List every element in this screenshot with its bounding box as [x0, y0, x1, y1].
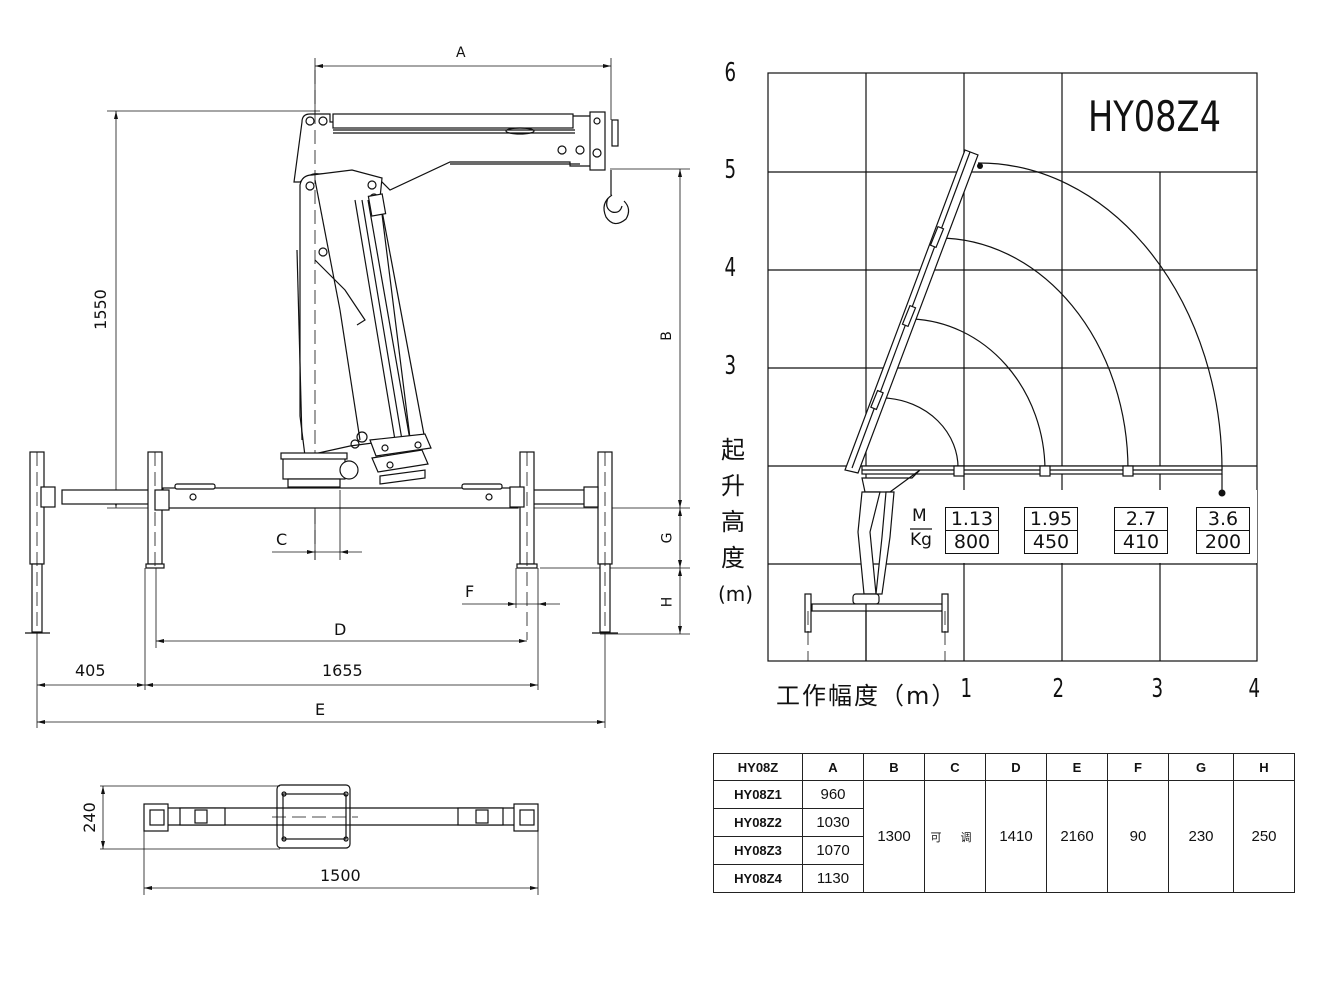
- dim-label-width: 240: [79, 802, 99, 833]
- a-cell: 960: [802, 780, 864, 809]
- dim-label-outrigger-span: 1655: [322, 661, 363, 680]
- y-axis-label: 起 升 高 度 (m): [718, 436, 754, 606]
- f-cell: 90: [1107, 780, 1169, 893]
- spec-table: HY08Z A B C D E F G H HY08Z1 960 1300 可 …: [713, 753, 1295, 893]
- crane-side-view: [107, 58, 690, 635]
- dim-label-height-overall: 1550: [90, 289, 110, 330]
- table-row: HY08Z1 960 1300 可 调 1410 2160 90 230 250: [713, 780, 1295, 893]
- header-g: G: [1168, 753, 1234, 781]
- unit-bottom-label: Kg: [910, 530, 932, 550]
- load-box-3: 2.7 410: [1114, 507, 1168, 554]
- header-e: E: [1046, 753, 1108, 781]
- b-cell: 1300: [863, 780, 925, 893]
- header-c: C: [924, 753, 986, 781]
- load-chart-grid: [767, 72, 1258, 662]
- dim-label-e: E: [315, 700, 326, 719]
- load-box-4: 3.6 200: [1196, 507, 1250, 554]
- header-f: F: [1107, 753, 1169, 781]
- dim-label-length: 1500: [320, 866, 361, 885]
- spec-table-header: HY08Z A B C D E F G H: [713, 753, 1295, 781]
- h-cell: 250: [1233, 780, 1295, 893]
- model-cell: HY08Z1: [713, 780, 803, 809]
- dim-label-h: H: [659, 596, 676, 608]
- d-cell: 1410: [985, 780, 1047, 893]
- y-tick-6: 6: [724, 58, 737, 88]
- x-tick-1: 1: [960, 674, 973, 704]
- top-view: [100, 784, 539, 895]
- a-cell: 1130: [802, 864, 864, 893]
- dim-label-f: F: [465, 582, 475, 601]
- dim-label-b: B: [658, 331, 675, 341]
- dim-label-d: D: [334, 620, 347, 639]
- dim-label-g: G: [659, 532, 676, 544]
- model-cell: HY08Z3: [713, 836, 803, 865]
- x-axis-label: 工作幅度（m）: [776, 682, 958, 710]
- header-d: D: [985, 753, 1047, 781]
- y-tick-3: 3: [724, 351, 737, 381]
- model-cell: HY08Z4: [713, 864, 803, 893]
- header-a: A: [802, 753, 864, 781]
- unit-top-label: M: [912, 506, 927, 526]
- a-cell: 1030: [802, 808, 864, 837]
- x-tick-2: 2: [1052, 674, 1065, 704]
- model-title: HY08Z4: [1088, 92, 1221, 141]
- dim-label-c: C: [276, 530, 288, 549]
- g-cell: 230: [1168, 780, 1234, 893]
- dim-label-a: A: [456, 45, 466, 61]
- load-box-2: 1.95 450: [1024, 507, 1078, 554]
- y-tick-5: 5: [724, 155, 737, 185]
- e-cell: 2160: [1046, 780, 1108, 893]
- c-cell: 可 调: [924, 780, 986, 893]
- y-tick-4: 4: [724, 253, 737, 283]
- x-tick-4: 4: [1248, 674, 1261, 704]
- header-h: H: [1233, 753, 1295, 781]
- header-model: HY08Z: [713, 753, 803, 781]
- a-cell: 1070: [802, 836, 864, 865]
- table-row: HY08Z2 1030: [713, 808, 1295, 837]
- load-box-1: 1.13 800: [945, 507, 999, 554]
- dim-label-left-offset: 405: [75, 661, 106, 680]
- model-cell: HY08Z2: [713, 808, 803, 837]
- x-tick-3: 3: [1151, 674, 1164, 704]
- outrigger-frame-side: [25, 451, 618, 728]
- table-row: HY08Z4 1130: [713, 864, 1295, 893]
- header-b: B: [863, 753, 925, 781]
